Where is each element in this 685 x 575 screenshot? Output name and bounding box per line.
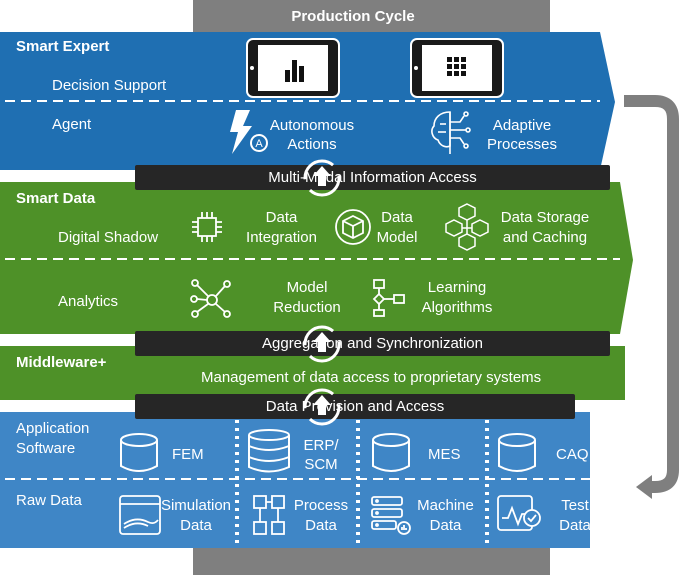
chip-icon: [192, 212, 222, 242]
data-model-label-2: Model: [376, 229, 418, 246]
analytics-label: Analytics: [58, 293, 119, 310]
data-provision-bar: Data Provision and Access: [135, 394, 575, 419]
cubes-icon: [445, 203, 489, 251]
autonomous-label-2: Actions: [287, 136, 337, 153]
application-software-title-2: Software: [16, 440, 76, 457]
middleware-description: Management of data access to proprietary…: [201, 369, 542, 386]
sync-icon-middle: [303, 325, 341, 363]
database-erp-icon: [248, 429, 290, 473]
brain-circuit-icon: [431, 111, 471, 154]
model-reduction-label-2: Reduction: [273, 299, 341, 316]
mes-label: MES: [428, 446, 461, 463]
svg-text:A: A: [255, 138, 263, 150]
smart-expert-title: Smart Expert: [16, 38, 110, 55]
adaptive-label-2: Processes: [486, 136, 558, 153]
sync-icon-bottom: [303, 388, 341, 426]
raw-data-title: Raw Data: [16, 492, 82, 509]
machine-label-2: Data: [429, 517, 462, 534]
cycle-arrow: [624, 95, 679, 493]
simulation-icon: [119, 495, 161, 535]
test-icon: [497, 495, 541, 531]
cube-icon: [335, 209, 371, 245]
lightning-icon: A: [230, 110, 268, 154]
database-caq-icon: [498, 433, 536, 472]
erp-label-1: ERP/: [303, 437, 339, 454]
data-integration-label-2: Integration: [246, 229, 317, 246]
test-label-2: Data: [559, 517, 591, 534]
fem-label: FEM: [172, 446, 204, 463]
database-fem-icon: [120, 433, 158, 472]
learning-label-1: Learning: [427, 279, 487, 296]
middleware-title: Middleware+: [16, 354, 107, 371]
model-reduction-label-1: Model: [286, 279, 328, 296]
server-icon: [371, 496, 411, 535]
data-storage-label-1: Data Storage: [500, 209, 590, 226]
adaptive-label-1: Adaptive: [492, 117, 552, 134]
tablet-chart-icon: [246, 38, 340, 98]
agent-label: Agent: [52, 116, 92, 133]
autonomous-label-1: Autonomous: [269, 117, 355, 134]
cycle-arrow-head: [636, 475, 652, 499]
machine-label-1: Machine: [417, 497, 474, 514]
data-integration-label-1: Data: [265, 209, 298, 226]
smart-data-title: Smart Data: [16, 190, 96, 207]
aggregation-bar: Aggregation and Synchronization: [135, 331, 610, 356]
tablet-grid-icon: [410, 38, 504, 98]
multi-modal-bar: Multi-Modal Information Access: [135, 165, 610, 190]
erp-label-2: SCM: [304, 456, 338, 473]
process-icon: [253, 495, 285, 535]
learning-label-2: Algorithms: [421, 299, 493, 316]
production-cycle-title: Production Cycle: [291, 8, 415, 25]
decision-support-label: Decision Support: [52, 77, 167, 94]
flowchart-icon: [372, 279, 405, 317]
digital-shadow-label: Digital Shadow: [58, 229, 159, 246]
application-software-title-1: Application: [16, 420, 90, 437]
simulation-label-1: Simulation: [160, 497, 232, 514]
process-label-2: Data: [305, 517, 337, 534]
test-label-1: Test: [561, 497, 589, 514]
sync-icon-top: [303, 159, 341, 197]
data-model-label-1: Data: [381, 209, 413, 226]
data-storage-label-2: and Caching: [502, 229, 588, 246]
caq-label: CAQ: [556, 446, 589, 463]
process-label-1: Process: [293, 497, 349, 514]
database-mes-icon: [372, 433, 410, 472]
simulation-label-2: Data: [180, 517, 212, 534]
network-icon: [190, 279, 231, 318]
